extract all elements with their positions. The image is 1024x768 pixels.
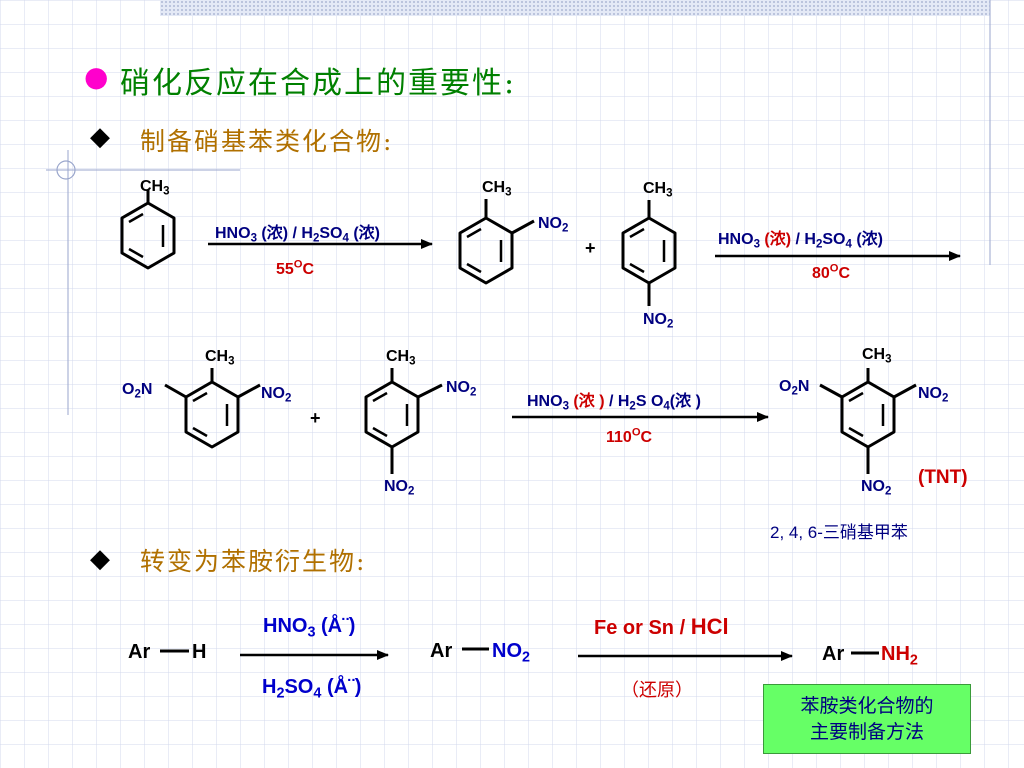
step3-reagent: HNO3 (浓 ) / H2S O4(浓 ): [527, 393, 701, 413]
step2-reagent: HNO3 (浓) / H2SO4 (浓): [718, 231, 884, 251]
step3-temp: 110OC: [606, 426, 653, 446]
page-title: 硝化反应在合成上的重要性:: [120, 66, 517, 101]
decor-circle: [56, 160, 76, 180]
step1-temp: 55OC: [276, 258, 315, 278]
aniline-method-note: 苯胺类化合物的 主要制备方法: [763, 684, 971, 754]
o-nitrotoluene-no2: NO2: [538, 215, 569, 235]
tnt-ch3: CH3: [862, 346, 892, 366]
2-4-dinitrotoluene-ring: [364, 368, 443, 474]
arh-ar: Ar: [128, 641, 151, 663]
dnt24-no2-ortho: NO2: [446, 379, 477, 399]
dnt26-no2: NO2: [261, 385, 292, 405]
p-nitrotoluene-ring: [621, 200, 677, 306]
tnt-label: (TNT): [918, 467, 968, 488]
nitration-bottom-reagent: H2SO4 (Å¨): [262, 676, 362, 702]
step1-reagent: HNO3 (浓) / H2SO4 (浓): [215, 225, 381, 245]
dnt24-ch3: CH3: [386, 348, 416, 368]
dnt26-ch3: CH3: [205, 348, 235, 368]
plus-1: +: [585, 238, 596, 258]
reduction-reagent: Fe or Sn / HCl: [594, 614, 729, 639]
tnt-name: 2, 4, 6-三硝基甲苯: [770, 523, 908, 542]
arh-h: H: [192, 641, 207, 663]
step2-temp: 80OC: [812, 262, 851, 282]
tnt-ring: [819, 368, 917, 474]
p-nitrotoluene-ch3: CH3: [643, 180, 673, 200]
p-nitrotoluene-no2: NO2: [643, 311, 674, 331]
arno2-ar: Ar: [430, 640, 453, 662]
heading-bullet: ●: [84, 60, 109, 93]
section2-title: 转变为苯胺衍生物:: [140, 547, 367, 576]
2-6-dinitrotoluene-ring: [164, 368, 261, 449]
decor-dotted-band: [160, 0, 990, 16]
toluene-ch3: CH3: [140, 178, 170, 198]
o-nitrotoluene-ch3: CH3: [482, 179, 512, 199]
nitration-top-reagent: HNO3 (Å¨): [263, 615, 356, 641]
tnt-no2-bottom: NO2: [861, 478, 892, 498]
toluene-ring: [120, 190, 176, 270]
tnt-no2-right: NO2: [918, 385, 949, 405]
note-line1: 苯胺类化合物的: [800, 695, 934, 717]
arnh2-ar: Ar: [822, 643, 845, 665]
dnt26-o2n: O2N: [122, 381, 153, 401]
section1-title: 制备硝基苯类化合物:: [140, 127, 394, 156]
section2-bullet: ◆: [90, 544, 110, 574]
tnt-o2n: O2N: [779, 378, 810, 398]
arnh2-nh2: NH2: [881, 643, 918, 669]
o-nitrotoluene-ring: [458, 199, 535, 285]
section1-bullet: ◆: [90, 122, 110, 152]
dnt24-no2-para: NO2: [384, 478, 415, 498]
plus-2: +: [310, 408, 321, 428]
reduction-label: （还原）: [621, 680, 693, 701]
note-line2: 主要制备方法: [809, 721, 924, 743]
arno2-no2: NO2: [492, 640, 531, 666]
